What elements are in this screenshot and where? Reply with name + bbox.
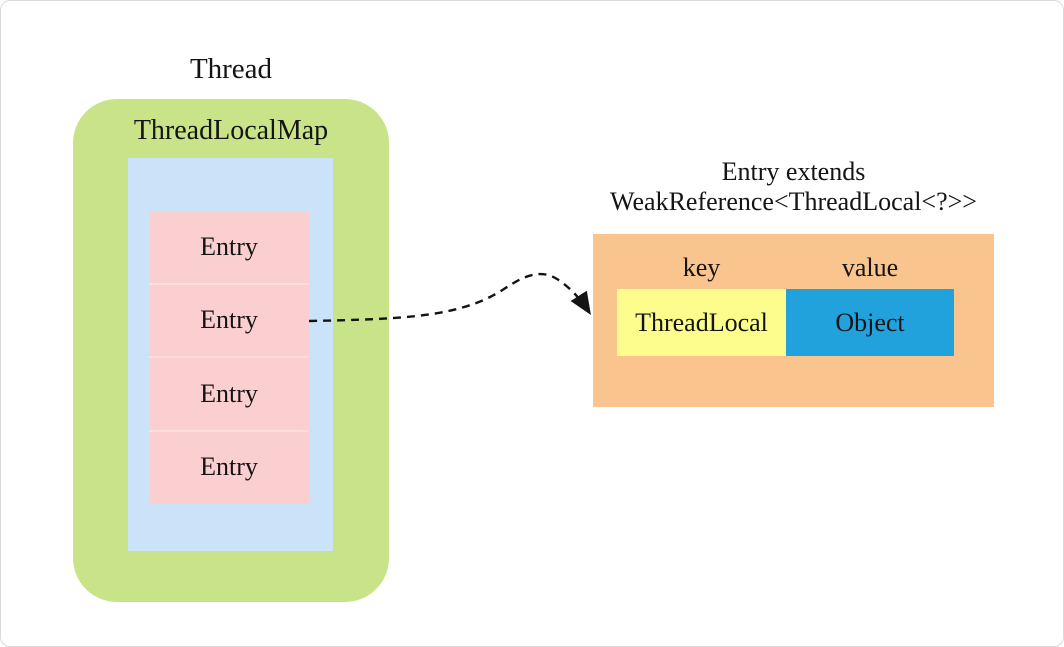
entry-table: Entry Entry Entry Entry xyxy=(149,211,309,503)
threadlocalmap-label: ThreadLocalMap xyxy=(133,115,329,146)
value-label: value xyxy=(841,253,899,282)
entry-detail-heading: Entry extends WeakReference<ThreadLocal<… xyxy=(561,157,1026,217)
threadlocalmap-box: Entry Entry Entry Entry xyxy=(128,158,333,551)
thread-title: Thread xyxy=(189,53,273,85)
entry-row: Entry xyxy=(149,356,309,430)
entry-row: Entry xyxy=(149,211,309,283)
entry-row: Entry xyxy=(149,282,309,356)
entry-row: Entry xyxy=(149,429,309,503)
entry-heading-line2: WeakReference<ThreadLocal<?>> xyxy=(610,187,977,216)
value-cell: Object xyxy=(786,289,954,356)
key-cell: ThreadLocal xyxy=(617,289,786,356)
entry-detail-box: key value ThreadLocal Object xyxy=(593,234,994,407)
dashed-arrow xyxy=(308,272,591,323)
key-label: key xyxy=(682,253,721,282)
thread-box: ThreadLocalMap Entry Entry Entry Entry xyxy=(73,99,389,602)
entry-heading-line1: Entry extends xyxy=(721,157,866,186)
